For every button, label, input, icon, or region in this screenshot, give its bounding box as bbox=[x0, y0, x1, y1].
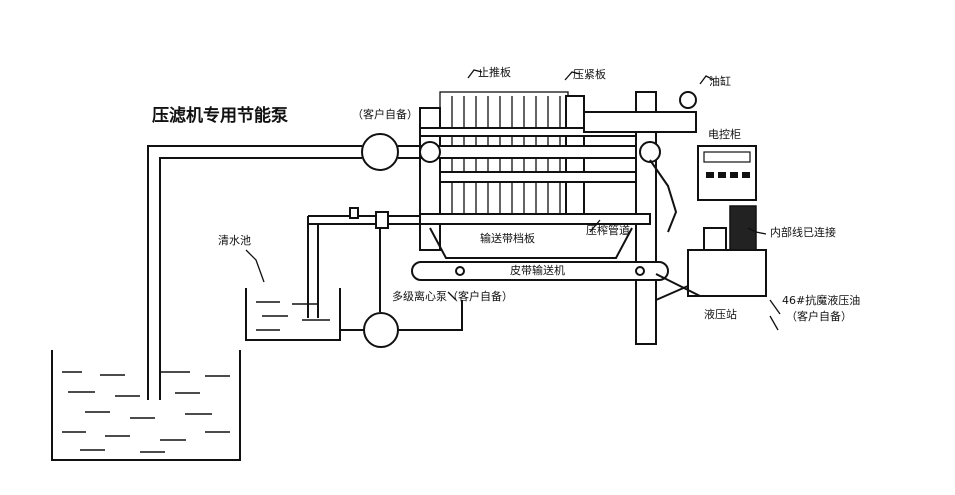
press-pipe bbox=[308, 207, 651, 229]
label-clear-pool: 清水池 bbox=[218, 234, 251, 247]
label-centrifugal-pump: 多级离心泵（客户自备） bbox=[392, 289, 513, 303]
label-stop-plate: 止推板 bbox=[478, 65, 511, 79]
upper-beam bbox=[419, 145, 651, 159]
diagram-title: 压滤机专用节能泵 bbox=[152, 105, 288, 126]
linkage-arm bbox=[649, 159, 678, 233]
belt-conveyor bbox=[411, 261, 669, 281]
leader-lines bbox=[245, 69, 781, 331]
title-note: （客户自备） bbox=[352, 107, 418, 121]
suction-pipe bbox=[147, 145, 362, 400]
clear-water-pipes bbox=[307, 216, 463, 331]
label-press-pipe: 压榨管道 bbox=[586, 223, 630, 237]
pump-discharge-pipe bbox=[398, 145, 420, 159]
hydraulic-motor bbox=[703, 227, 727, 251]
conveyor-baffle bbox=[429, 227, 633, 259]
clear-water-pool bbox=[245, 288, 341, 341]
beam-wheel-right bbox=[639, 141, 661, 163]
label-hydraulic-station: 液压站 bbox=[704, 307, 737, 321]
energy-saving-pump bbox=[361, 133, 399, 171]
pressure-gauge bbox=[679, 91, 697, 109]
label-oil-cylinder: 油缸 bbox=[709, 74, 731, 88]
beam-wheel-left bbox=[419, 141, 441, 163]
hydraulic-station bbox=[655, 205, 767, 301]
lower-frame bbox=[439, 171, 637, 183]
label-conveyor-baffle: 输送带档板 bbox=[480, 231, 535, 245]
multistage-centrifugal-pump bbox=[363, 312, 399, 348]
large-water-tank bbox=[51, 350, 241, 461]
label-hydraulic-oil: 46#抗魔液压油 bbox=[782, 293, 860, 307]
tank-water-surface bbox=[62, 371, 230, 453]
pipe-valve-small bbox=[349, 207, 359, 219]
label-internal-wired: 内部线已连接 bbox=[770, 225, 836, 239]
control-cabinet bbox=[697, 145, 757, 201]
label-hydraulic-oil-note: （客户自备） bbox=[786, 309, 852, 323]
hydraulic-pump-unit bbox=[729, 205, 757, 251]
oil-cylinder bbox=[583, 111, 697, 133]
label-control-cabinet: 电控柜 bbox=[708, 127, 741, 141]
pipe-valve bbox=[375, 211, 389, 229]
label-press-plate: 压紧板 bbox=[573, 67, 606, 81]
label-belt-conveyor: 皮带输送机 bbox=[510, 263, 565, 277]
